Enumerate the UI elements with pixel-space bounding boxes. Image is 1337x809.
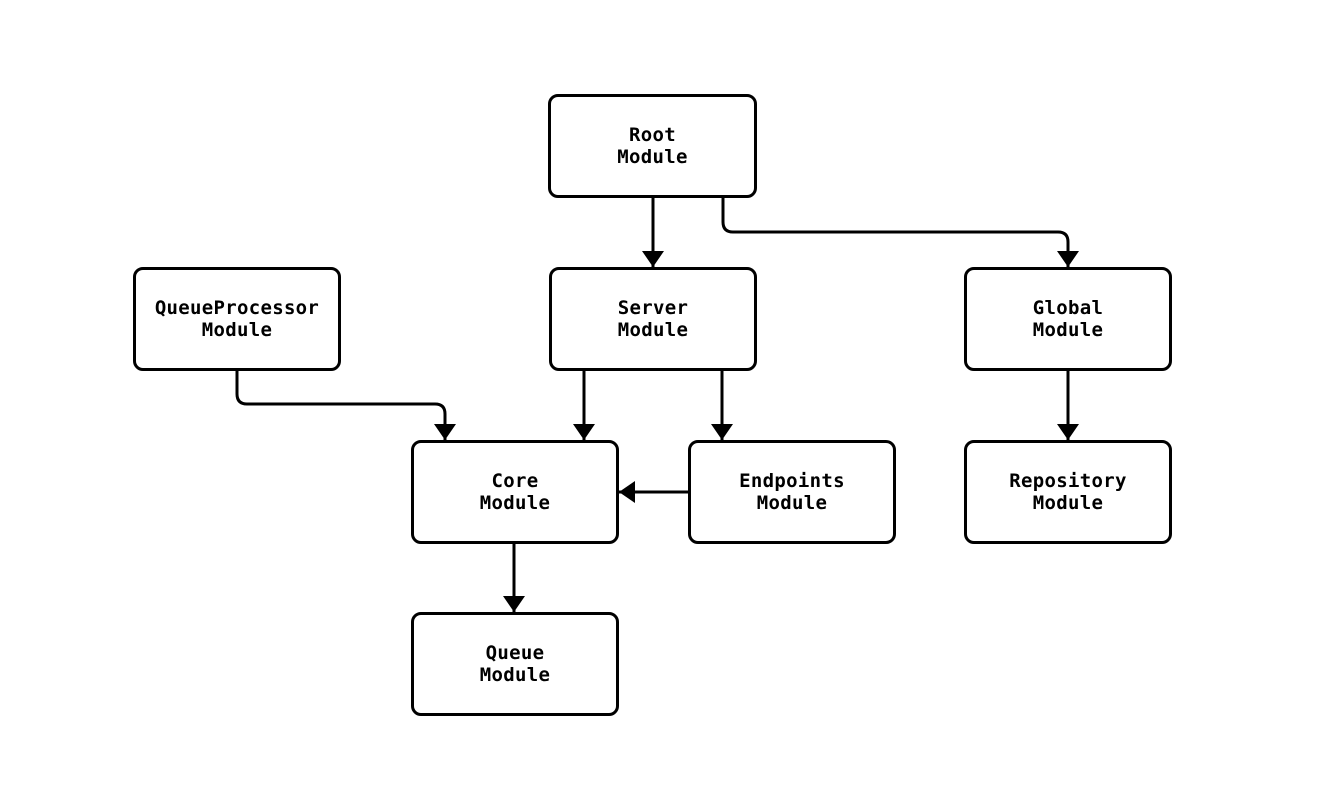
node-queue: Queue Module [411, 612, 619, 716]
node-label-core: Core Module [479, 470, 551, 514]
node-server: Server Module [549, 267, 757, 371]
node-label-repository: Repository Module [1009, 470, 1127, 514]
node-label-queue: Queue Module [479, 642, 551, 686]
node-label-server: Server Module [617, 297, 689, 341]
node-label-endpoints: Endpoints Module [739, 470, 845, 514]
node-core: Core Module [411, 440, 619, 544]
node-label-global: Global Module [1032, 297, 1104, 341]
node-repository: Repository Module [964, 440, 1172, 544]
node-label-root: Root Module [617, 124, 688, 168]
node-endpoints: Endpoints Module [688, 440, 896, 544]
node-root: Root Module [548, 94, 757, 198]
node-queueprocessor: QueueProcessor Module [133, 267, 341, 371]
node-label-queueprocessor: QueueProcessor Module [154, 297, 320, 341]
edge-root-global [721, 198, 1079, 267]
node-global: Global Module [964, 267, 1172, 371]
edge-queueprocessor-core [235, 371, 456, 440]
